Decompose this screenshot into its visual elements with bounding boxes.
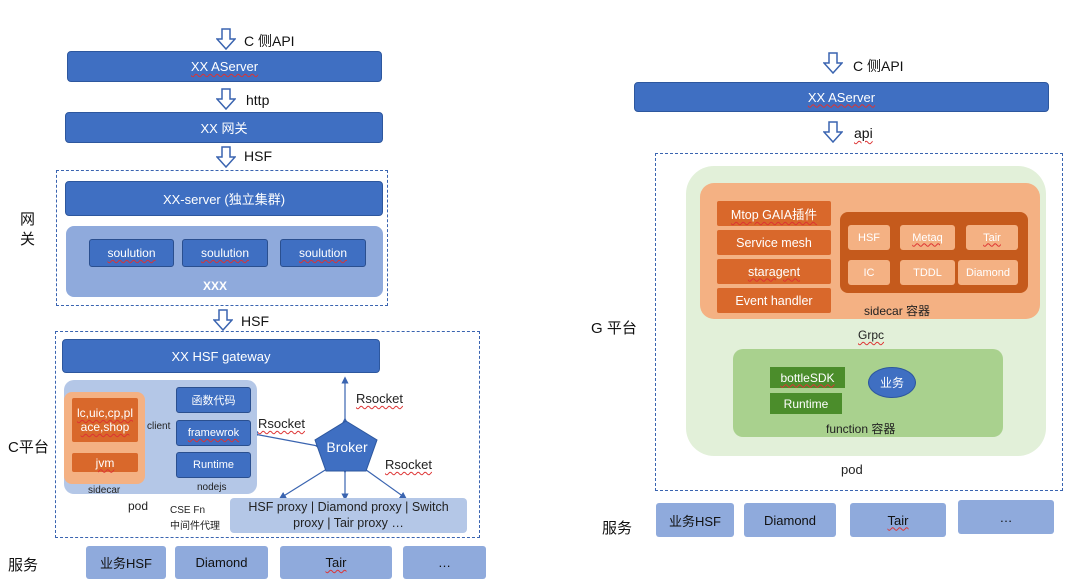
service-mesh-box: Service mesh — [717, 230, 831, 255]
side-label-gateway: 网关 — [20, 211, 36, 248]
api-label: C 侧API — [244, 33, 295, 49]
nodejs-label: nodejs — [197, 482, 227, 493]
framework-box: framewrok — [176, 420, 251, 446]
http-label: http — [246, 92, 270, 108]
side-label-g-platform: G 平台 — [591, 320, 637, 337]
broker-node — [314, 420, 378, 472]
staragent-box: staragent — [717, 259, 831, 284]
soulution-box-2: soulution — [182, 239, 268, 267]
middleware-proxy-label: 中间件代理 — [170, 521, 220, 532]
right-service-box-more: … — [958, 500, 1054, 534]
client-label: client — [147, 421, 171, 432]
business-node: 业务 — [868, 367, 916, 398]
jvm-box: jvm — [72, 453, 138, 472]
event-handler-box: Event handler — [717, 288, 831, 313]
lc-shop-box: lc,uic,cp,place,shop — [72, 398, 138, 442]
service-box-hsf: 业务HSF — [86, 546, 166, 579]
down-arrow-icon — [823, 52, 843, 74]
side-label-service: 服务 — [8, 557, 39, 574]
hsf-box: HSF — [848, 225, 890, 250]
g-platform-region — [655, 153, 1063, 491]
func-code-box: 函数代码 — [176, 387, 251, 413]
runtime-green-box: Runtime — [770, 393, 842, 414]
hsf-label: HSF — [244, 148, 272, 164]
right-service-box-diamond: Diamond — [744, 503, 836, 537]
rsocket-left-label: Rsocket — [258, 416, 305, 431]
soulution-box-1: soulution — [89, 239, 174, 267]
down-arrow-icon — [216, 28, 236, 50]
broker-label: Broker — [326, 439, 368, 455]
xxx-label: XXX — [202, 279, 227, 293]
soulution-box-3: soulution — [280, 239, 366, 267]
tair-box: Tair — [966, 225, 1018, 250]
hsf-gateway-bar: XX HSF gateway — [62, 339, 380, 373]
broker-down-line-3 — [356, 461, 407, 500]
right-service-box-tair: Tair — [850, 503, 946, 537]
hsf-label-2: HSF — [241, 313, 269, 329]
right-side-label-service: 服务 — [602, 520, 633, 537]
sidecar-label: sidecar — [88, 485, 121, 496]
proxy-box: HSF proxy | Diamond proxy | Switch proxy… — [230, 498, 467, 533]
right-pod-label: pod — [841, 462, 863, 477]
rsocket-right-label: Rsocket — [385, 457, 432, 472]
service-box-diamond: Diamond — [175, 546, 268, 579]
bottle-sdk-box: bottleSDK — [770, 367, 845, 388]
broker-left-line — [250, 431, 323, 451]
grpc-label: Grpc — [858, 328, 885, 342]
aserver-bar: XX AServer — [67, 51, 382, 82]
right-service-box-hsf: 业务HSF — [656, 503, 734, 537]
service-box-tair: Tair — [280, 546, 392, 579]
pod-label: pod — [128, 499, 149, 513]
down-arrow-icon — [823, 121, 843, 143]
right-api-small-label: api — [854, 125, 873, 141]
rsocket-top-label: Rsocket — [356, 391, 403, 406]
xx-server-bar: XX-server (独立集群) — [65, 181, 383, 216]
diamond-box: Diamond — [958, 260, 1018, 285]
broker-down-line-1 — [278, 462, 335, 499]
ic-box: IC — [848, 260, 890, 285]
right-api-label: C 侧API — [853, 58, 904, 74]
mtop-box: Mtop GAIA插件 — [717, 201, 831, 226]
runtime-box: Runtime — [176, 452, 251, 478]
cse-fn-label: CSE Fn — [170, 505, 206, 516]
metaq-box: Metaq — [900, 225, 955, 250]
function-container-label: function 容器 — [826, 422, 896, 436]
gateway-bar: XX 网关 — [65, 112, 383, 143]
down-arrow-icon — [213, 309, 233, 331]
side-label-c-platform: C平台 — [8, 439, 49, 456]
service-box-more: … — [403, 546, 486, 579]
down-arrow-icon — [216, 88, 236, 110]
c-platform-region — [55, 331, 480, 538]
tddl-box: TDDL — [900, 260, 955, 285]
sidecar-container-label: sidecar 容器 — [864, 304, 931, 318]
aserver-label: XX AServer — [190, 59, 259, 74]
down-arrow-icon — [216, 146, 236, 168]
right-aserver-bar: XX AServer — [634, 82, 1049, 112]
gateway-region — [56, 170, 388, 306]
